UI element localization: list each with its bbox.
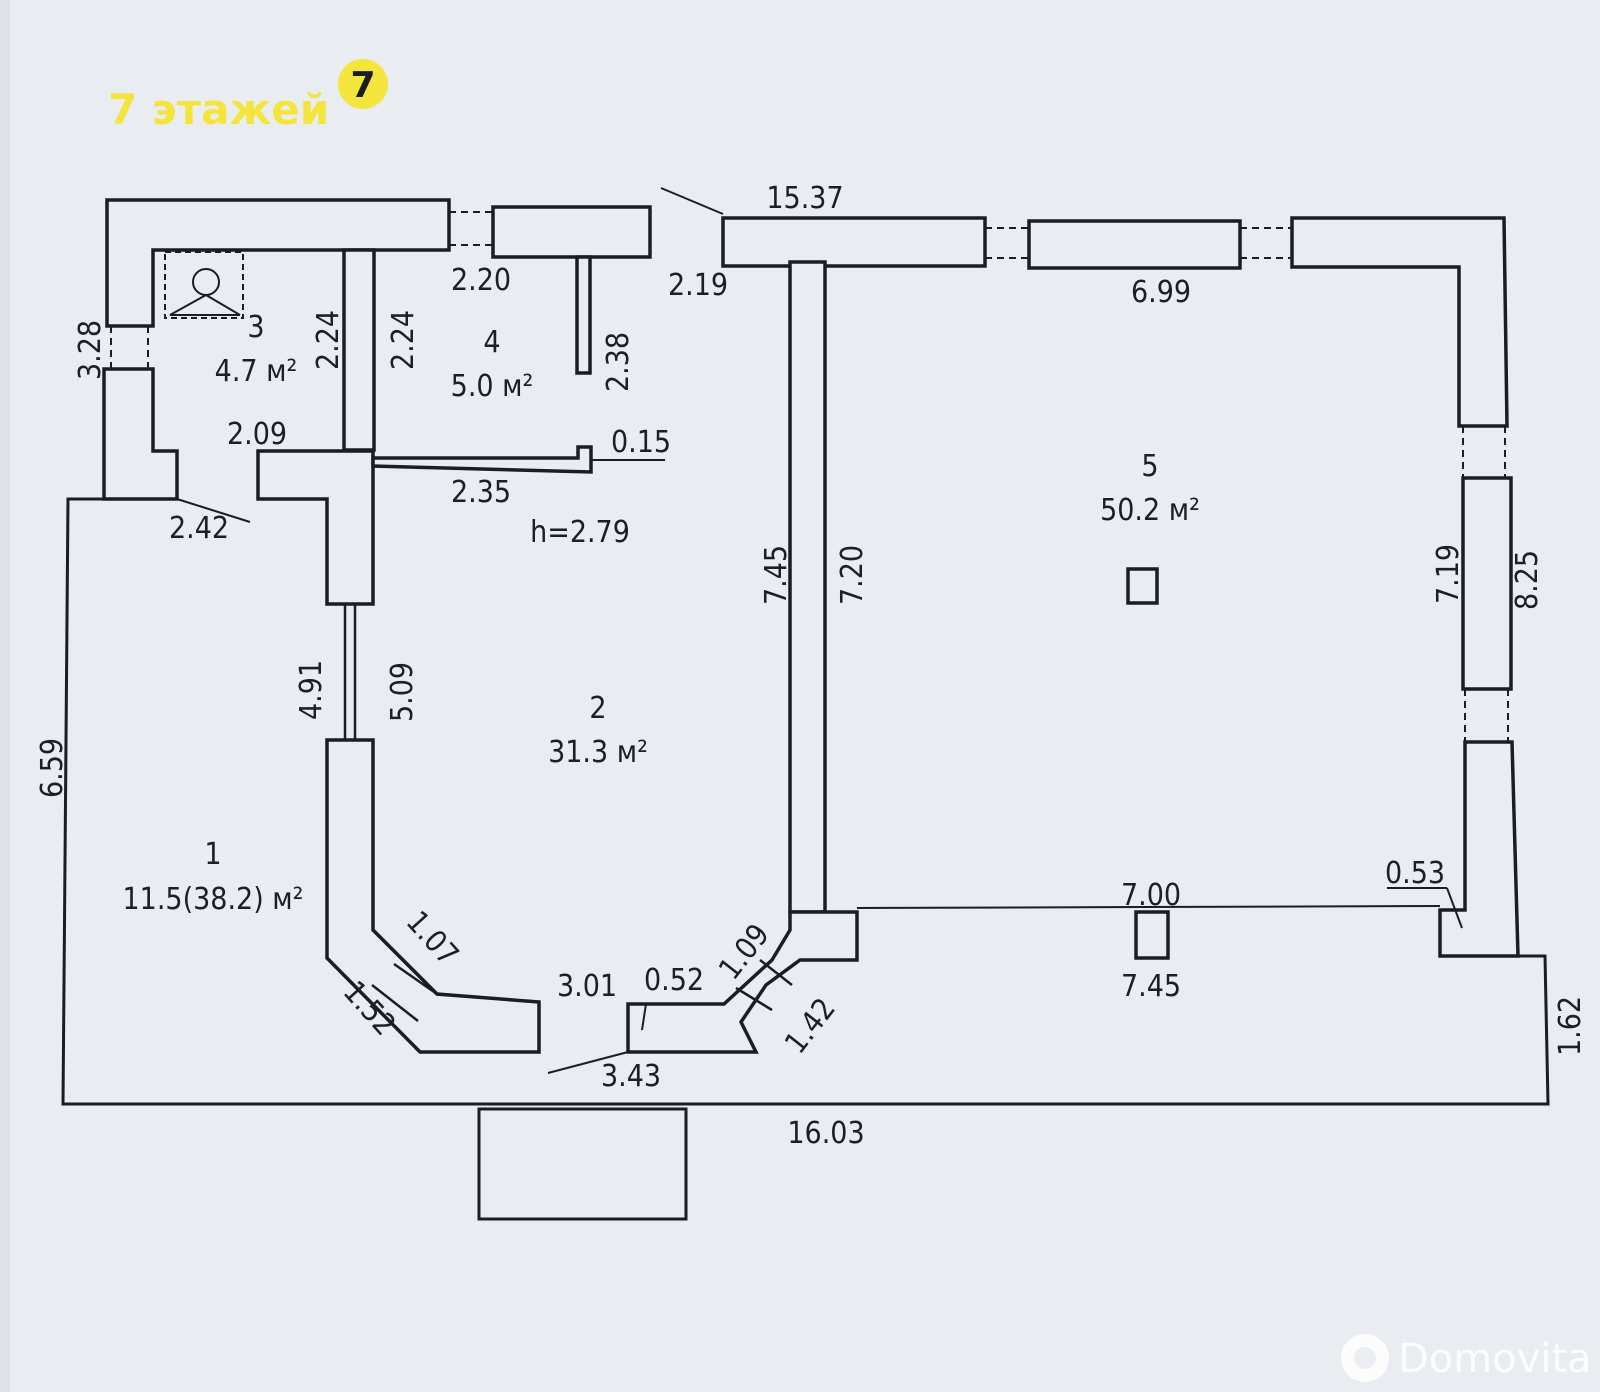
room-3-number: 3 (247, 310, 264, 345)
wall-left-angled (325, 738, 541, 1054)
dim-7-20: 7.20 (835, 545, 870, 605)
wall-right-low (1438, 740, 1520, 958)
room-5-number: 5 (1141, 449, 1158, 484)
dim-0-15: 0.15 (611, 425, 671, 460)
room-4-number: 4 (483, 325, 500, 360)
dim-1-07: 1.07 (399, 905, 465, 973)
wall-center-angled (626, 910, 859, 1054)
dim-2-20: 2.20 (451, 263, 511, 298)
wall-thin-2-35 (371, 445, 593, 474)
dim-15-37: 15.37 (766, 181, 843, 216)
door-openings (343, 604, 793, 1022)
wall-partition-2-09 (256, 449, 375, 606)
dim-2-24a: 2.24 (311, 310, 346, 370)
dim-8-25: 8.25 (1510, 550, 1545, 610)
pillar-room-5 (1126, 567, 1159, 605)
dim-7-45a: 7.45 (759, 545, 794, 605)
dim-2-24b: 2.24 (386, 310, 421, 370)
wall-top-right-corner (1290, 216, 1509, 428)
dim-7-19: 7.19 (1431, 544, 1466, 604)
room-4-area: 5.0 м² (451, 369, 534, 404)
openings (110, 211, 1509, 742)
ceiling-height: h=2.79 (530, 515, 630, 550)
dim-6-59: 6.59 (35, 738, 70, 798)
walls (102, 198, 1520, 1054)
wall-partition-3-4 (342, 248, 376, 452)
room-2-number: 2 (589, 691, 606, 726)
dim-5-09: 5.09 (385, 662, 420, 722)
dim-3-43: 3.43 (601, 1059, 661, 1094)
brand-logo: 7 этажей 7 (108, 59, 388, 134)
dim-7-00: 7.00 (1121, 878, 1181, 913)
brand-badge-number: 7 (350, 65, 375, 106)
watermark-text: Domovita (1398, 1336, 1592, 1382)
leader-lines (176, 187, 1463, 1074)
room-1-area: 11.5(38.2) м² (123, 882, 304, 917)
dim-3-01: 3.01 (557, 969, 617, 1004)
dim-1-62: 1.62 (1553, 996, 1588, 1056)
wall-right-mid (1461, 476, 1513, 691)
dim-2-09: 2.09 (227, 417, 287, 452)
wall-left-lower (102, 367, 179, 501)
outer-outline (61, 497, 1550, 1106)
wall-top-mid (491, 205, 652, 259)
wall-top-right-b (1027, 219, 1242, 270)
dim-16-03: 16.03 (787, 1116, 864, 1151)
brand-badge-icon (338, 59, 388, 109)
room-5-area: 50.2 м² (1100, 493, 1200, 528)
dimension-labels: 15.37 2.20 2.19 6.99 2.09 0.15 2.35 2.42… (35, 181, 1588, 1151)
boiler-icon (164, 251, 244, 319)
room-1-number: 1 (204, 837, 221, 872)
wall-stub-2-38 (575, 255, 592, 375)
dim-0-53: 0.53 (1385, 856, 1445, 891)
dim-1-42: 1.42 (778, 992, 843, 1061)
wall-central (788, 260, 827, 914)
porch (477, 1107, 688, 1221)
page-edge (0, 0, 10, 1392)
dim-2-35: 2.35 (451, 475, 511, 510)
room-3-area: 4.7 м² (215, 354, 298, 389)
brand-text: 7 этажей (108, 85, 329, 134)
dim-7-45b: 7.45 (1121, 969, 1181, 1004)
wall-top-right-a (721, 216, 987, 268)
dim-0-52: 0.52 (644, 963, 704, 998)
dim-3-28: 3.28 (73, 320, 108, 380)
watermark: Domovita (1341, 1334, 1592, 1382)
dim-2-38: 2.38 (601, 332, 636, 392)
dim-6-99: 6.99 (1131, 275, 1191, 310)
dim-4-91: 4.91 (294, 660, 329, 720)
room-2-area: 31.3 м² (548, 735, 648, 770)
wall-top-left (105, 198, 451, 328)
dim-2-19: 2.19 (668, 268, 728, 303)
pillar-bottom (1134, 910, 1170, 960)
dim-2-42: 2.42 (169, 511, 229, 546)
